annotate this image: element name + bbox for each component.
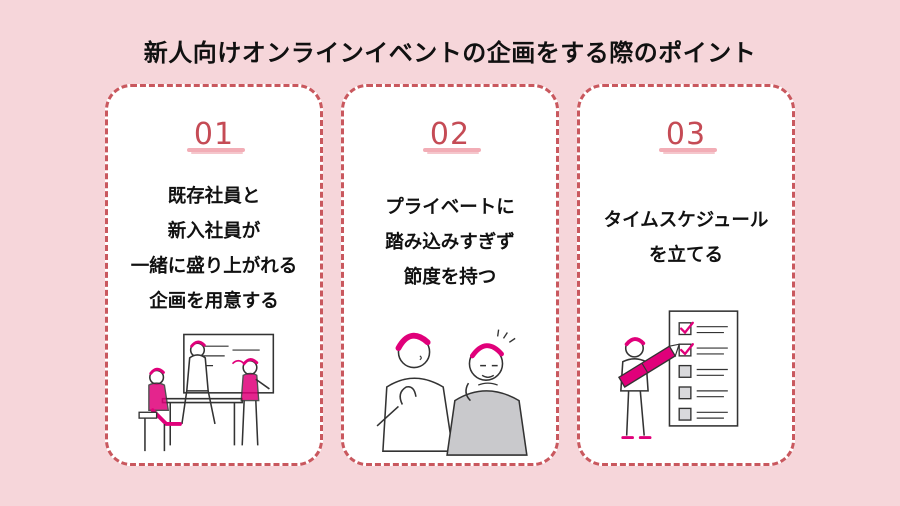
number-underline-brush-2 bbox=[427, 152, 479, 154]
point-card-01: 01 既存社員と 新入社員が 一緒に盛り上がれる 企画を用意する bbox=[105, 84, 323, 466]
point-number-02: 02 bbox=[429, 117, 471, 152]
number-underline-brush-2 bbox=[663, 152, 715, 154]
number-underline-brush bbox=[187, 148, 245, 152]
number-underline-brush bbox=[659, 148, 717, 152]
point-card-02: 02 プライベートに 踏み込みすぎず 節度を持つ bbox=[341, 84, 559, 466]
point-number-01: 01 bbox=[193, 117, 235, 152]
schedule-checklist-illustration bbox=[617, 310, 739, 440]
point-card-03: 03 タイムスケジュール を立てる bbox=[577, 84, 795, 466]
page-title: 新人向けオンラインイベントの企画をする際のポイント bbox=[143, 39, 757, 67]
point-text-01: 既存社員と 新入社員が 一緒に盛り上がれる 企画を用意する bbox=[130, 186, 298, 312]
point-text-03: タイムスケジュール を立てる bbox=[603, 210, 769, 266]
number-underline-brush-2 bbox=[191, 152, 243, 154]
point-number-03: 03 bbox=[665, 117, 707, 152]
meeting-illustration bbox=[138, 333, 275, 452]
two-people-illustration bbox=[376, 329, 528, 456]
point-text-02: プライベートに 踏み込みすぎず 節度を持つ bbox=[385, 197, 515, 288]
number-underline-brush bbox=[423, 148, 481, 152]
